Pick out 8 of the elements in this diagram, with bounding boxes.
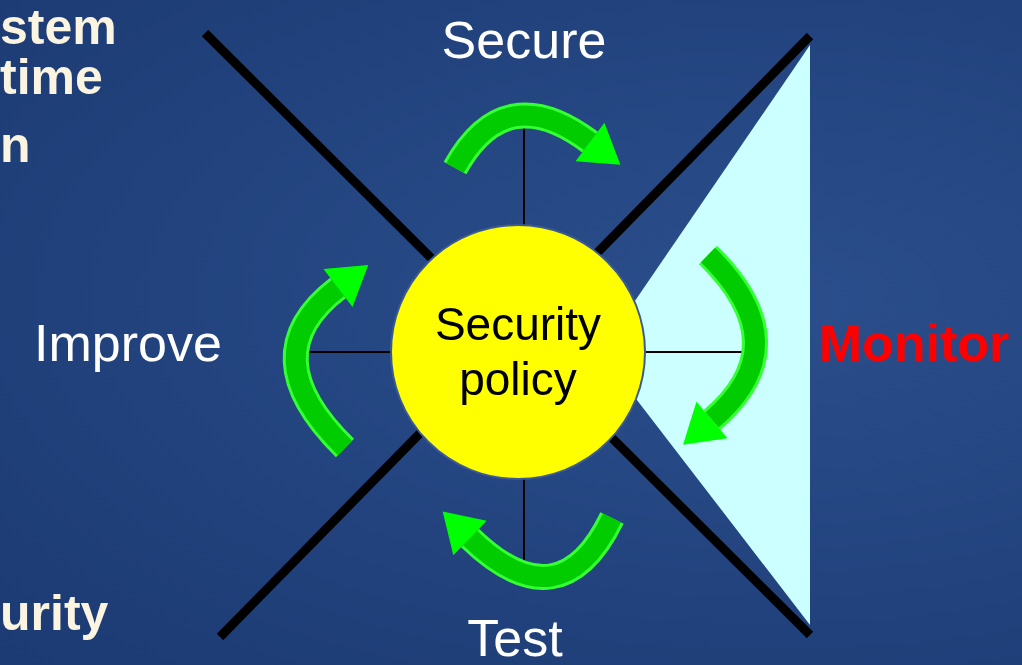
stage-label: Test [467,612,563,664]
partial-text: n [0,120,31,170]
stage-label: Monitor [818,317,1010,369]
circle-label: Security policy [433,296,603,407]
stage-label: Secure [441,14,607,66]
partial-text: stem [0,2,117,52]
partial-text: urity [0,588,109,638]
partial-text: time [0,52,103,102]
